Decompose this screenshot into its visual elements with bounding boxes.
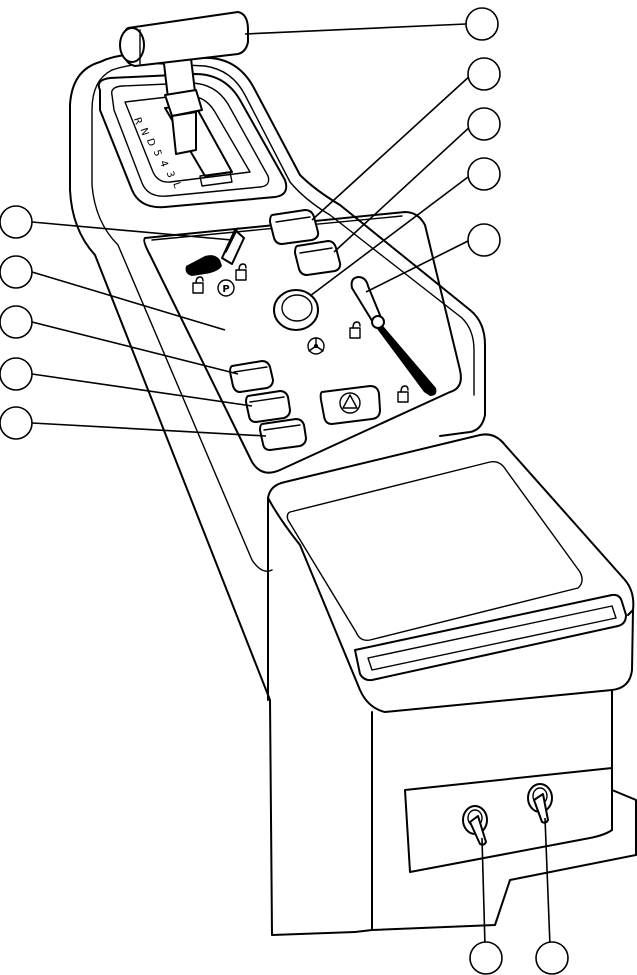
callout-7 [467,57,501,91]
toggle-switch-left[interactable] [462,805,488,846]
parking-brake-switch[interactable] [185,227,245,276]
console-body [69,53,486,936]
panel-button-2[interactable] [245,390,291,423]
leader-3 [31,321,239,375]
warning-button[interactable] [319,385,381,425]
callout-10 [467,223,501,257]
panel-button-1[interactable] [229,360,274,393]
leader-8 [333,123,474,253]
upper-button-2[interactable] [294,240,342,276]
leader-12 [544,817,551,947]
gear-position-D: D [144,137,157,148]
parking-symbol-label: P [222,284,229,295]
callout-2 [0,255,33,289]
callout-12 [535,941,569,975]
steering-wheel-icon [307,337,325,355]
toggle-switch-panel [404,767,613,873]
leader-11 [481,837,486,947]
callout-11 [469,941,503,975]
leader-10 [365,239,471,293]
leader-2 [31,271,226,331]
toggle-switch-right[interactable] [527,783,553,824]
leader-1 [31,221,233,241]
leader-7 [311,73,473,221]
parking-symbol: P [217,279,235,297]
gear-position-N: N [137,127,150,138]
leader-lines [31,23,551,947]
leader-9 [309,173,473,297]
gear-position-R: R [131,116,144,126]
control-panel: P [143,209,462,474]
panel-button-3[interactable] [259,418,307,451]
callout-5 [0,406,33,440]
lock-symbol-right [235,263,247,281]
leader-4 [31,373,253,407]
lock-symbol-lever-top [349,321,361,339]
throttle-lever[interactable] [350,276,385,329]
round-switch[interactable] [273,289,319,331]
callout-4 [0,357,33,391]
gear-position-4: 4 [157,159,169,168]
callout-9 [467,157,501,191]
gear-position-3: 3 [164,170,176,179]
callout-6 [465,7,499,41]
lock-symbol-left [192,276,204,294]
gear-position-L: L [170,181,182,190]
callouts [0,7,569,975]
leader-5 [31,422,267,437]
callout-8 [467,107,501,141]
shift-lever[interactable] [119,11,249,155]
callout-1 [0,205,33,239]
armrest-box [267,433,637,933]
leader-6 [244,23,467,35]
lever-slot [372,320,437,396]
callout-3 [0,305,33,339]
upper-button-1[interactable] [269,209,320,245]
lock-symbol-lever-bottom [397,385,409,403]
gear-position-5: 5 [151,148,163,157]
